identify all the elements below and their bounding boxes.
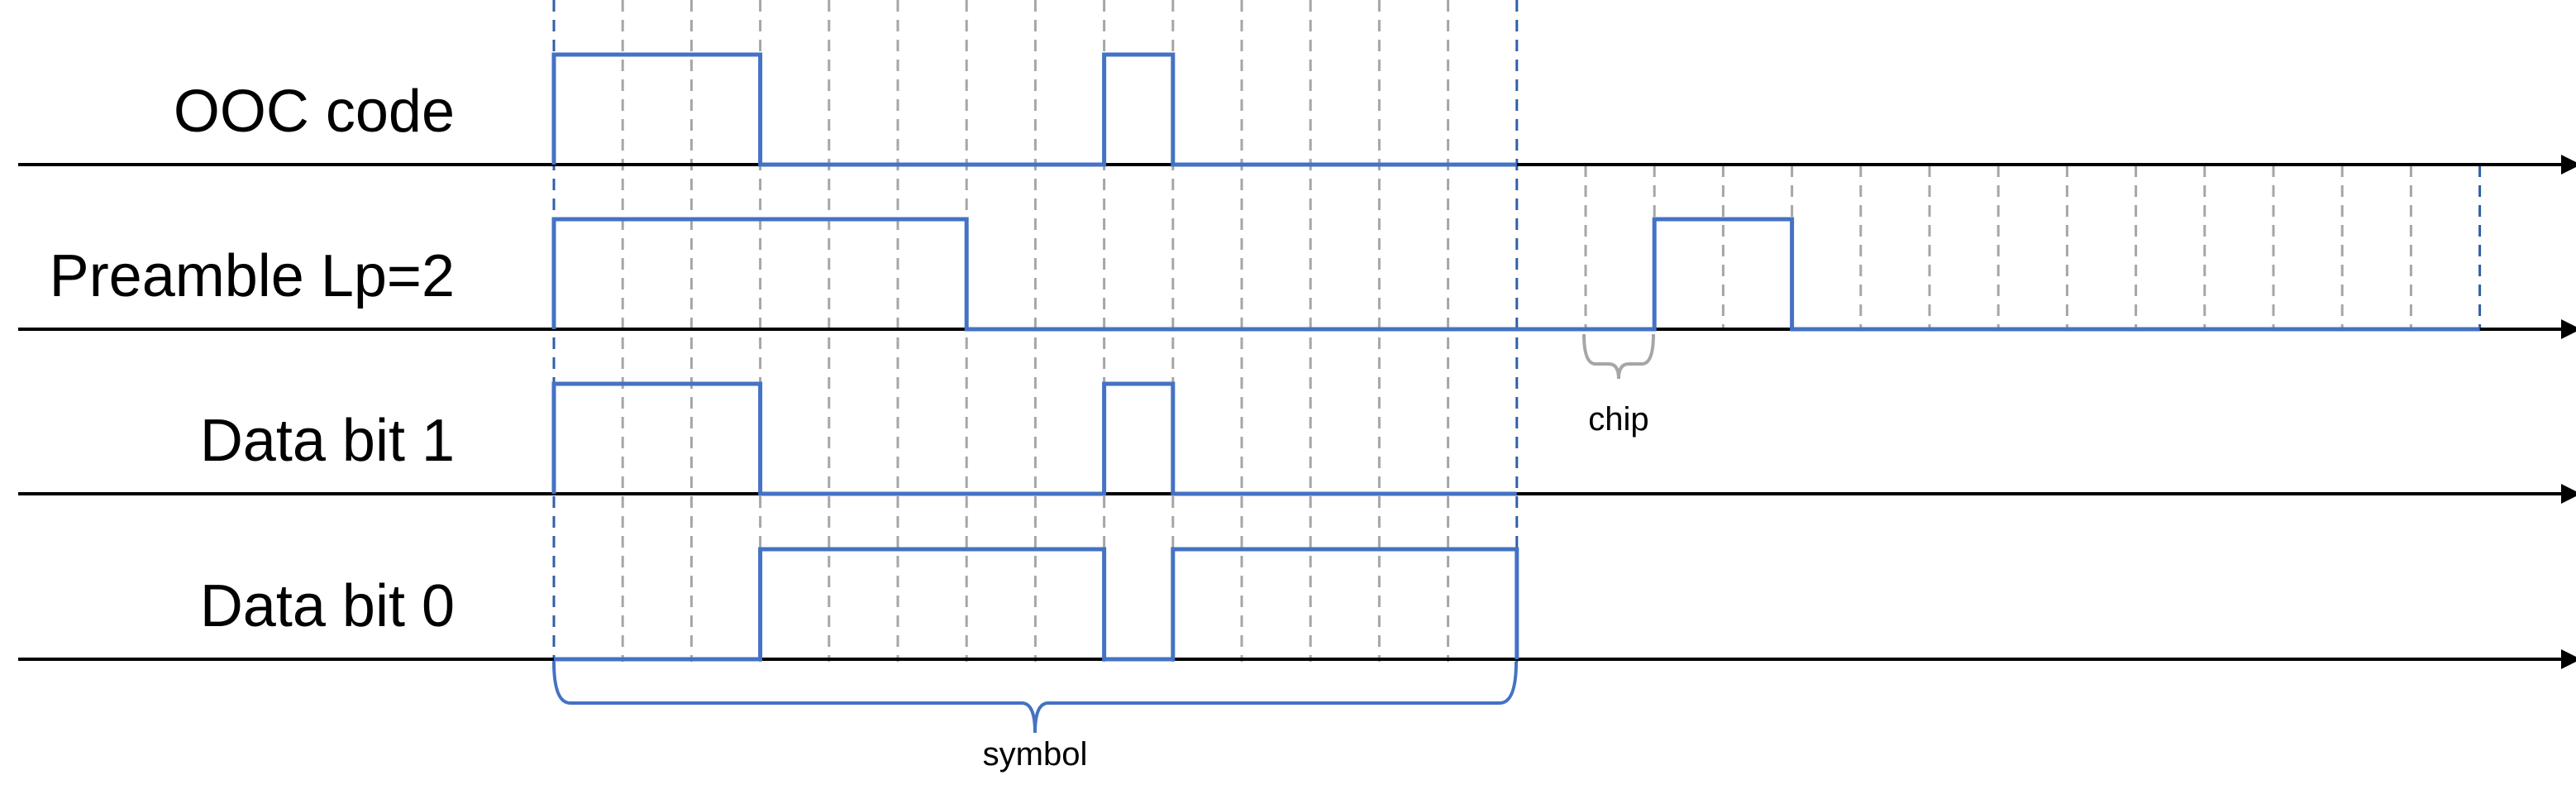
waveform-data-bit-1 (551, 381, 1517, 496)
row-label-data-bit-0: Data bit 0 (200, 573, 455, 639)
arrowhead-icon (2561, 484, 2576, 504)
row-label-preamble: Preamble Lp=2 (50, 243, 455, 309)
row-label-ooc-code: OOC code (174, 79, 455, 145)
waveforms (551, 52, 2480, 662)
waveform-data-bit-0 (554, 547, 1519, 662)
row-label-data-bit-1: Data bit 1 (200, 408, 455, 474)
arrowhead-icon (2561, 155, 2576, 175)
waveform-preamble (551, 217, 2480, 332)
chip-label: chip (1588, 401, 1648, 438)
symbol-label: symbol (983, 736, 1088, 773)
waveform-ooc-code (551, 52, 1517, 167)
symbol-brace (552, 661, 1518, 734)
chip-brace (1582, 333, 1655, 380)
arrowhead-icon (2561, 649, 2576, 669)
arrowhead-icon (2561, 319, 2576, 339)
